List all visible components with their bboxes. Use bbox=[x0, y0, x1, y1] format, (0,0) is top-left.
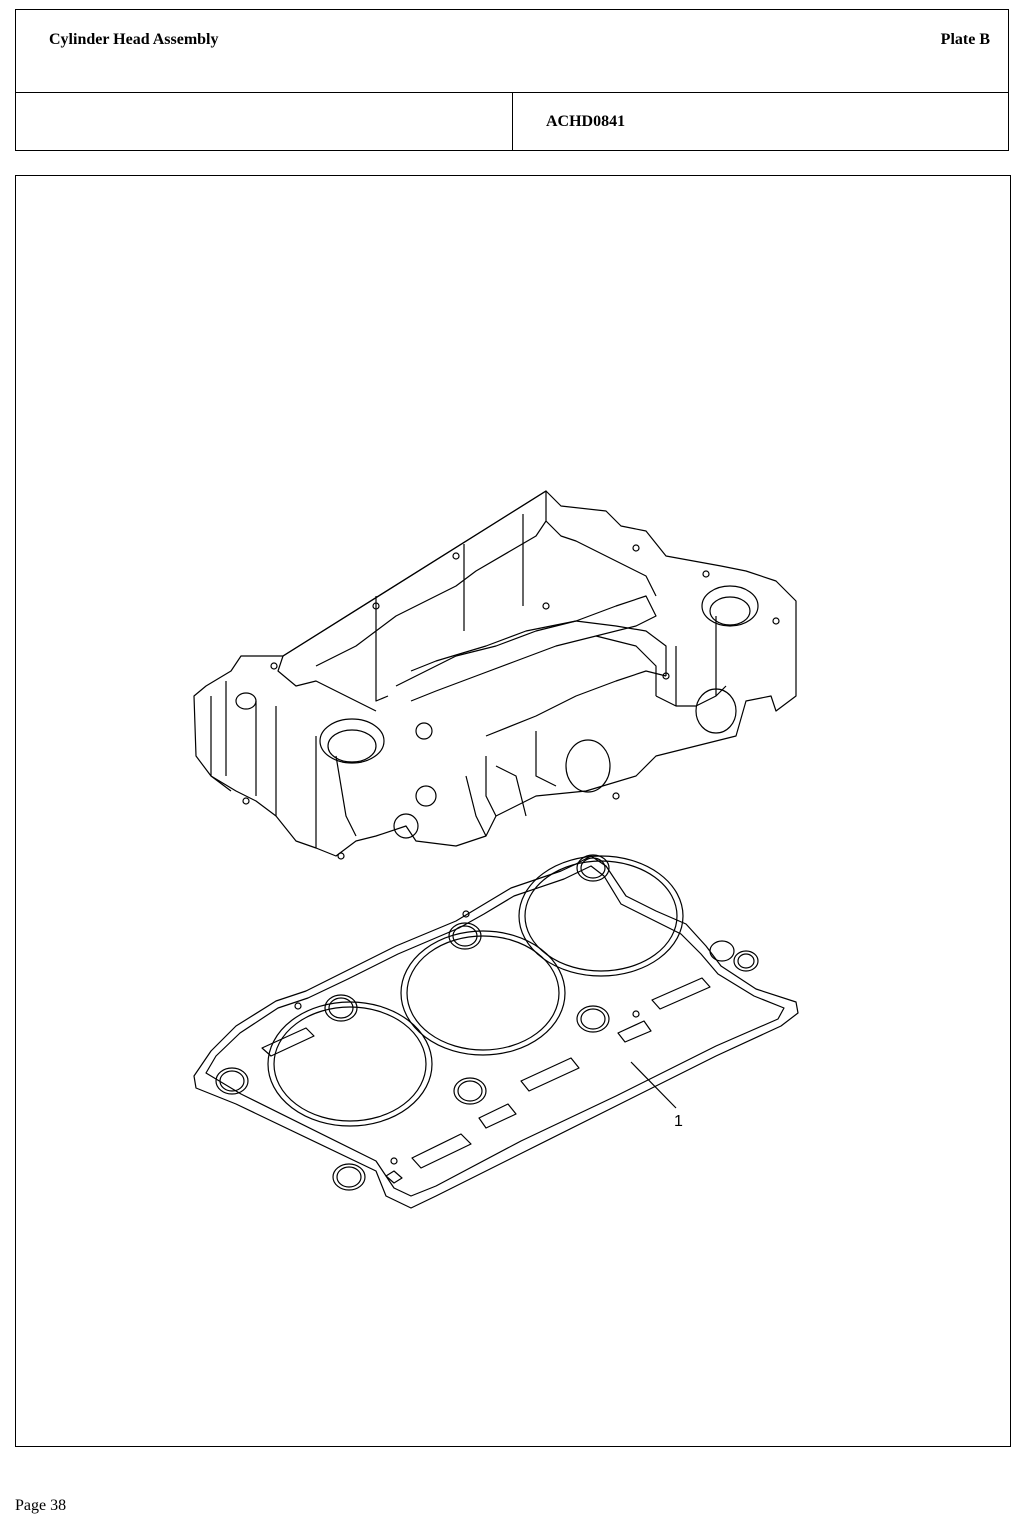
head-gasket-illustration bbox=[193, 854, 799, 1209]
plate-label: Plate B bbox=[940, 31, 990, 48]
header-row-code: ACHD0841 bbox=[16, 92, 1008, 151]
header-row-title: Cylinder Head Assembly Plate B bbox=[16, 10, 1008, 93]
callout-label-1: 1 bbox=[674, 1113, 683, 1130]
page-number: Page 38 bbox=[15, 1497, 67, 1514]
cell-divider bbox=[512, 92, 513, 151]
cylinder-head-illustration bbox=[193, 490, 797, 860]
drawing-code: ACHD0841 bbox=[546, 113, 626, 130]
exploded-view-drawing: 1 bbox=[193, 490, 799, 1209]
illustration-frame: 1 bbox=[15, 175, 1011, 1447]
page-title: Cylinder Head Assembly bbox=[49, 31, 219, 48]
header-table: Cylinder Head Assembly Plate B ACHD0841 bbox=[15, 9, 1009, 151]
